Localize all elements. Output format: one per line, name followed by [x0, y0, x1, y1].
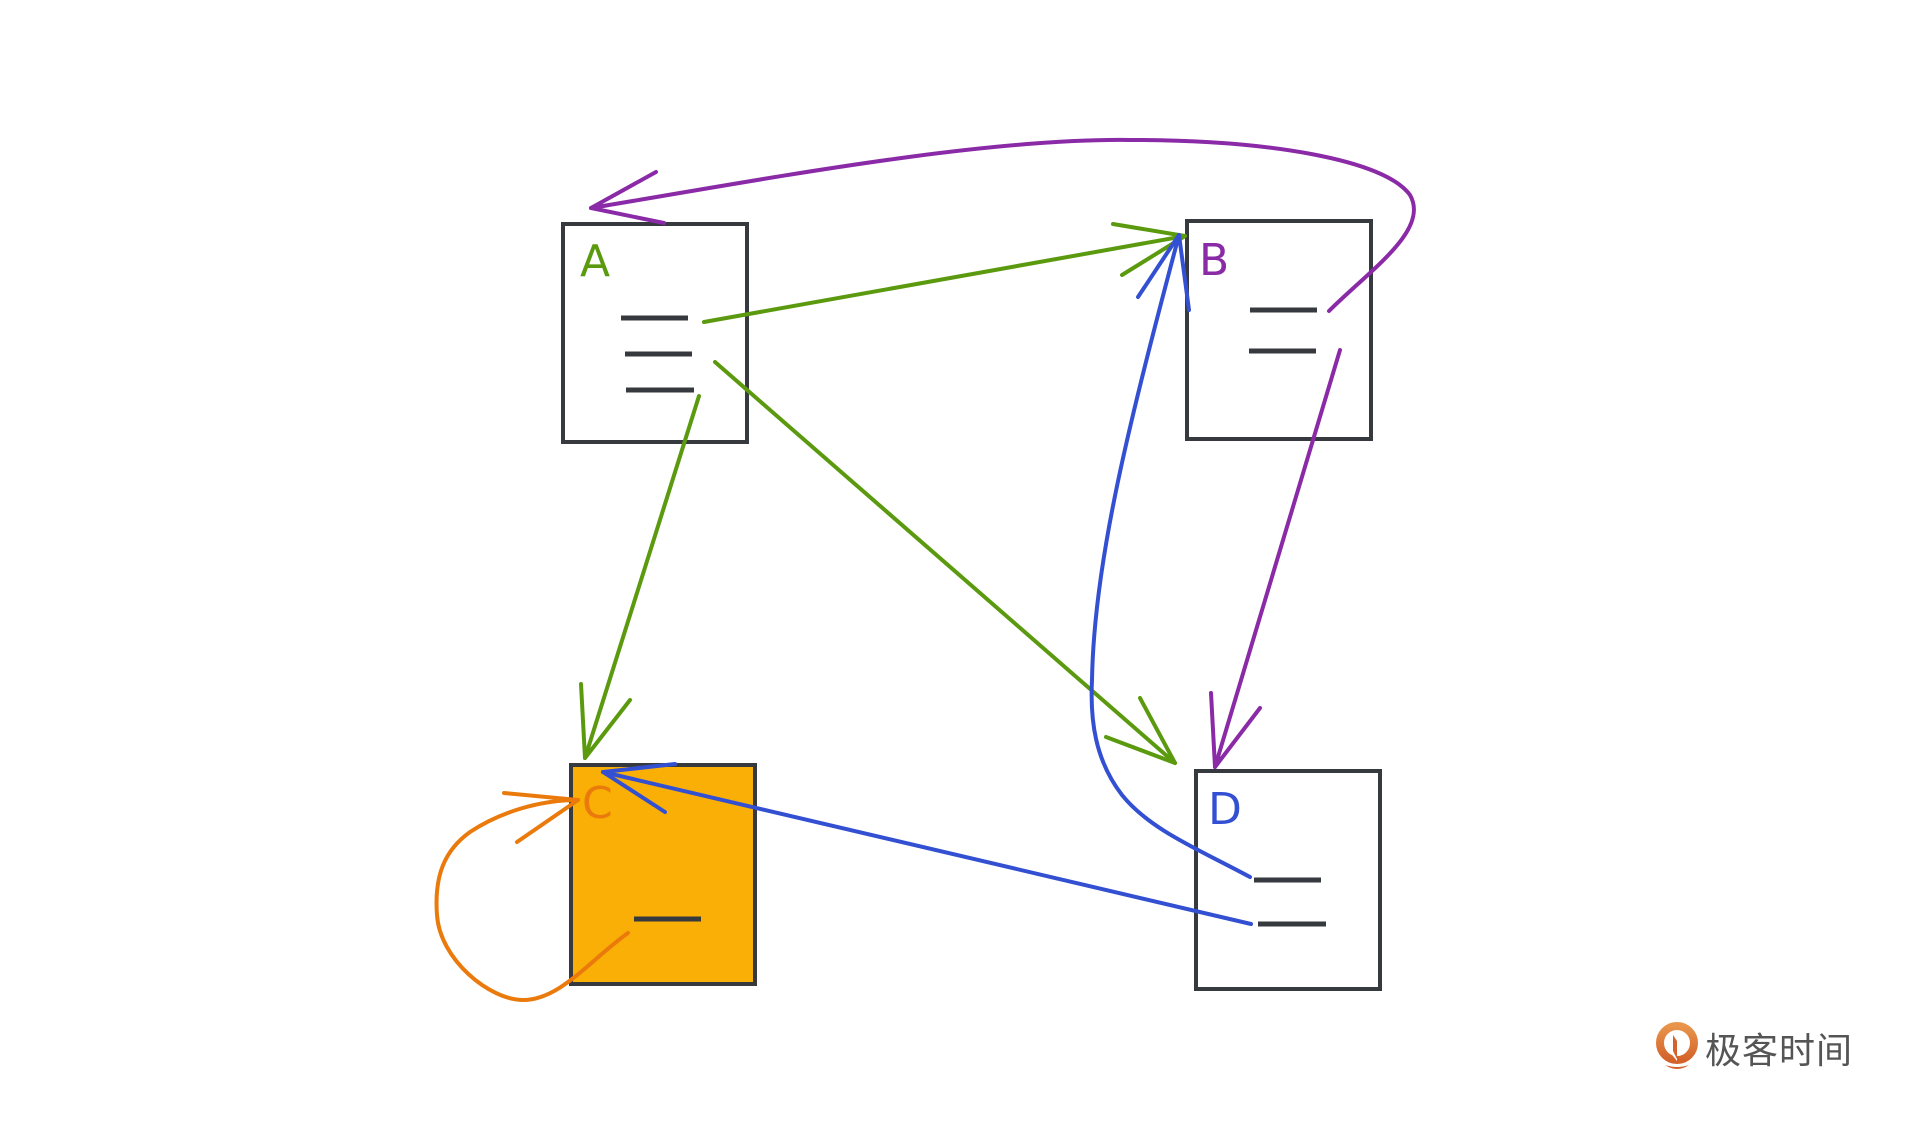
- node-c: C: [569, 763, 757, 986]
- node-b-box: [1185, 219, 1373, 441]
- edge-c-to-c-arrowhead-icon: [502, 791, 580, 844]
- node-c-label: C: [582, 778, 613, 829]
- edge-d-to-b-arrowhead-icon: [1136, 233, 1191, 312]
- node-a: A: [561, 222, 749, 444]
- edge-b-to-d: [1209, 348, 1342, 769]
- edge-d-to-c-line: [601, 770, 1253, 926]
- edge-c-to-c: [434, 791, 630, 1002]
- edge-b-to-d-line: [1213, 348, 1342, 769]
- edge-b-to-a-arrowhead-icon: [589, 170, 666, 225]
- edge-d-to-b-line: [1089, 233, 1252, 879]
- edge-b-to-a: [589, 137, 1416, 313]
- edge-d-to-c-arrowhead-icon: [601, 762, 677, 814]
- edge-a-to-c-line: [583, 394, 701, 760]
- edge-a-to-d: [713, 360, 1177, 765]
- edge-a-to-b: [702, 222, 1187, 324]
- node-d-label: D: [1208, 784, 1242, 835]
- edge-d-to-c: [601, 762, 1253, 926]
- edge-a-to-d-arrowhead-icon: [1104, 696, 1177, 765]
- edge-a-to-d-line: [713, 360, 1177, 765]
- edge-a-to-c-arrowhead-icon: [579, 682, 632, 760]
- node-a-label: A: [580, 236, 610, 287]
- watermark-text: 极客时间: [1705, 1031, 1854, 1072]
- edge-a-to-b-arrowhead-icon: [1111, 222, 1187, 277]
- edge-a-to-b-line: [702, 234, 1187, 324]
- edge-b-to-a-line: [589, 137, 1416, 313]
- geektime-logo-icon: [1656, 1022, 1698, 1069]
- watermark: 极客时间: [1655, 1021, 1853, 1075]
- edge-b-to-d-arrowhead-icon: [1209, 691, 1262, 769]
- node-a-box: [561, 222, 749, 444]
- node-b-label: B: [1199, 235, 1229, 286]
- edge-d-to-b: [1089, 233, 1252, 879]
- edge-c-to-c-line: [434, 798, 630, 1002]
- node-d: D: [1194, 769, 1382, 991]
- node-b: B: [1185, 219, 1373, 441]
- edge-a-to-c: [579, 394, 701, 760]
